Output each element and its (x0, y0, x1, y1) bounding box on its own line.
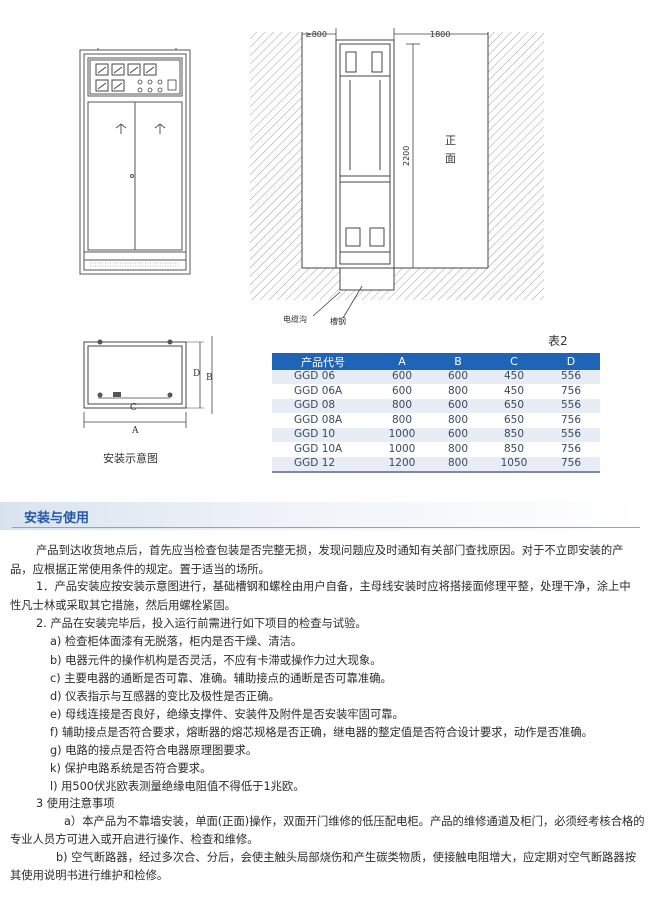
table-cell-product-code: GGD 08 (272, 398, 374, 414)
dim-height: 2200 (402, 146, 411, 166)
check-item-b: b) 电器元件的操作机构是否灵活，不应有卡滞或操作力过大现象。 (50, 654, 382, 667)
table-cell-value: 1200 (374, 456, 430, 473)
table-cell-value: 800 (374, 413, 430, 428)
table-cell-value: 556 (542, 398, 600, 414)
paragraph-intro-line2: 品，应根据正常使用条件的规定。置于适当的场所。 (10, 563, 270, 576)
header-c: C (486, 353, 542, 370)
table-cell-value: 650 (486, 413, 542, 428)
table-cell-value: 756 (542, 413, 600, 428)
table-label: 表2 (548, 334, 568, 348)
table-cell-value: 600 (374, 370, 430, 385)
table-cell-value: 450 (486, 370, 542, 385)
paragraph-3b-line2: 其使用说明书进行维护和检修。 (10, 869, 169, 882)
paragraph-1-line2: 性凡士林或采取其它措施，然后用螺栓紧固。 (10, 599, 236, 612)
paragraph-3-heading: 3 使用注意事项 (36, 797, 115, 810)
paragraph-1-line1: 1．产品安装应按安装示意图进行，基础槽钢和螺栓由用户自备，主母线安装时应将搭接面… (36, 580, 631, 593)
check-item-k: k) 保护电路系统是否符合要求。 (50, 762, 212, 775)
table-cell-value: 650 (486, 398, 542, 414)
paragraph-3b-line1: b) 空气断路器，经过多次合、分后，会使主触头局部烧伤和产生碳类物质，使接触电阻… (56, 851, 637, 864)
table-cell-value: 800 (430, 456, 486, 473)
header-product-code: 产品代号 (272, 353, 374, 370)
dim-d: D (193, 369, 200, 379)
section-header-band (0, 502, 640, 530)
paragraph-3a-line2: 专业人员方可进入或开启进行操作、检查和维修。 (10, 833, 259, 846)
table-cell-value: 1050 (486, 456, 542, 473)
dim-b: B (206, 373, 213, 383)
dim-c: C (130, 403, 137, 413)
paragraph-intro-line1: 产品到达收货地点后，首先应当检查包装是否完整无损，发现问题应及时通知有关部门查找… (36, 544, 624, 557)
table-cell-product-code: GGD 06A (272, 384, 374, 399)
table-cell-product-code: GGD 10A (272, 442, 374, 457)
table-cell-value: 756 (542, 442, 600, 457)
check-item-a: a) 检查柜体面漆有无脱落，柜内是否干燥、清洁。 (50, 635, 303, 648)
table-cell-value: 1000 (374, 427, 430, 443)
header-a: A (374, 353, 430, 370)
table-cell-value: 800 (430, 442, 486, 457)
label-channel-steel: 槽钢 (330, 316, 346, 326)
check-item-l: l) 用500伏兆欧表测量绝缘电阻值不得低于1兆欧。 (50, 780, 305, 793)
label-cable-trench: 电缆沟 (283, 314, 307, 324)
table-cell-value: 800 (430, 384, 486, 399)
install-caption: 安装示意图 (103, 452, 158, 465)
table-cell-value: 600 (374, 384, 430, 399)
table-cell-value: 850 (486, 442, 542, 457)
paragraph-3a-line1: a）本产品为不靠墙安装，单面(正面)操作，双面开门维修的低压配电柜。产品的维修通… (64, 815, 645, 828)
table-cell-value: 800 (374, 398, 430, 414)
front-label-1: 正 (445, 134, 456, 147)
table-cell-value: 1000 (374, 442, 430, 457)
table-cell-value: 800 (430, 413, 486, 428)
section-divider (12, 527, 640, 528)
header-b: B (430, 353, 486, 370)
table-cell-value: 600 (430, 398, 486, 414)
table-cell-product-code: GGD 12 (272, 456, 374, 473)
check-item-f: f) 辅助接点是否符合要求，熔断器的熔芯规格是否正确，继电器的整定值是否符合设计… (50, 726, 593, 739)
check-item-e: e) 母线连接是否良好，绝缘支撑件、安装件及附件是否安装牢固可靠。 (50, 708, 404, 721)
table-cell-value: 600 (430, 370, 486, 385)
table-cell-value: 756 (542, 384, 600, 399)
table-cell-value: 450 (486, 384, 542, 399)
table-cell-product-code: GGD 10 (272, 427, 374, 443)
table-cell-value: 600 (430, 427, 486, 443)
paragraph-2: 2. 产品在安装完毕后，投入运行前需进行如下项目的检查与试验。 (36, 617, 367, 630)
dim-a: A (131, 426, 139, 436)
table-cell-value: 556 (542, 370, 600, 385)
dim-depth: 1800 (430, 30, 450, 39)
table-cell-product-code: GGD 08A (272, 413, 374, 428)
check-item-c: c) 主要电器的通断是否可靠、准确。辅助接点的通断是否可靠准确。 (50, 672, 392, 685)
meter-icons (95, 63, 157, 92)
table-cell-value: 556 (542, 427, 600, 443)
check-item-g: g) 电路的接点是否符合电器原理图要求。 (50, 744, 258, 757)
table-cell-value: 756 (542, 456, 600, 473)
front-label-2: 面 (445, 152, 456, 165)
dim-gap: ≥800 (305, 30, 327, 39)
check-item-d: d) 仪表指示与互感器的变比及极性是否正确。 (50, 690, 280, 703)
table-header-row: 产品代号 A B C D (272, 353, 600, 370)
table-cell-product-code: GGD 06 (272, 370, 374, 385)
table-cell-value: 850 (486, 427, 542, 443)
section-title: 安装与使用 (24, 511, 90, 526)
header-d: D (542, 353, 600, 370)
